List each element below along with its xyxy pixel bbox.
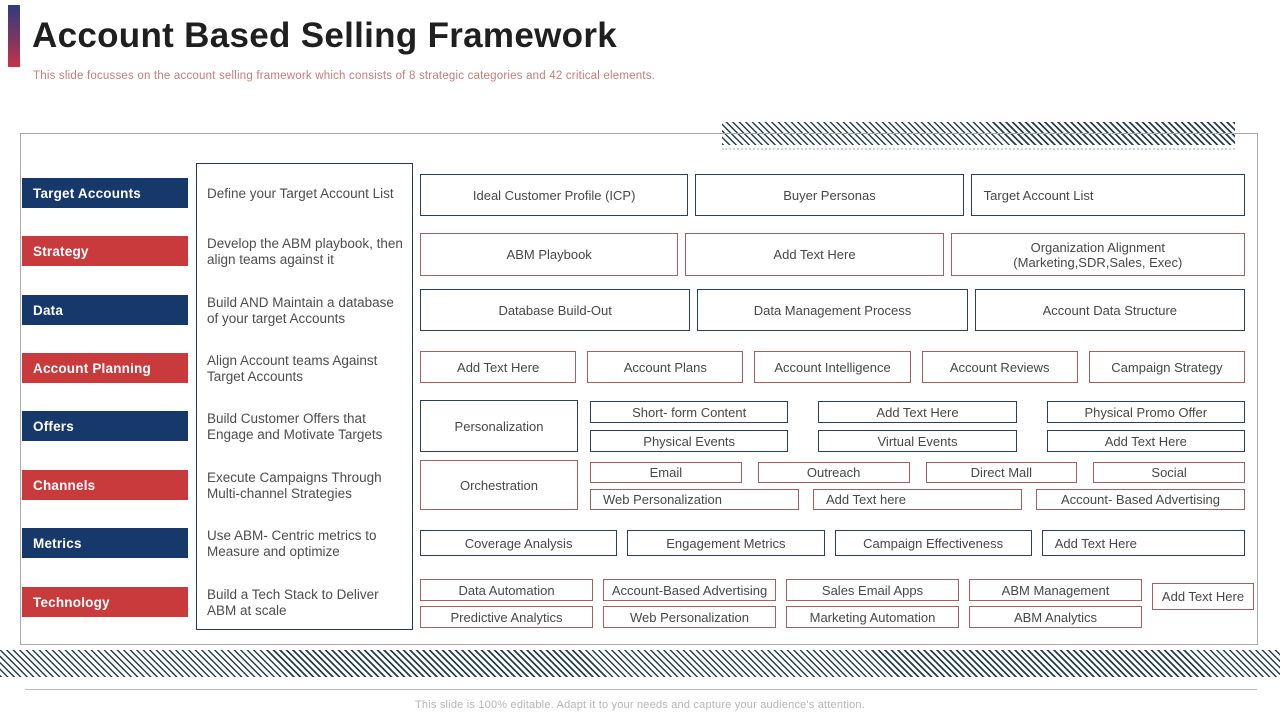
category-bar-account-planning[interactable]: Account Planning	[22, 353, 188, 383]
element-box-database-build-out[interactable]: Database Build-Out	[420, 289, 691, 331]
element-box-add-text[interactable]: Add Text Here	[1041, 530, 1245, 556]
description-strategy: Develop the ABM playbook, then align tea…	[207, 236, 403, 267]
element-box-account-based-advertising[interactable]: Account- Based Advertising	[1036, 489, 1245, 510]
element-box-marketing-automation[interactable]: Marketing Automation	[786, 606, 959, 628]
decor-dots-top	[722, 148, 1235, 150]
description-offers: Build Customer Offers that Engage and Mo…	[207, 411, 383, 442]
element-box-web-personalization[interactable]: Web Personalization	[603, 606, 776, 628]
element-box-campaign-strategy[interactable]: Campaign Strategy	[1088, 351, 1246, 383]
channels-grid-top: Email Outreach Direct Mall Social	[590, 462, 1245, 483]
element-box-account-plans[interactable]: Account Plans	[587, 351, 744, 383]
element-box-abm-playbook[interactable]: ABM Playbook	[420, 233, 679, 276]
category-bar-strategy[interactable]: Strategy	[22, 236, 188, 266]
category-bar-technology[interactable]: Technology	[22, 587, 188, 617]
element-box-sales-email-apps[interactable]: Sales Email Apps	[786, 579, 959, 601]
element-box-personalization[interactable]: Personalization	[420, 400, 578, 452]
element-box-target-account-list[interactable]: Target Account List	[970, 174, 1245, 216]
category-bar-metrics[interactable]: Metrics	[22, 528, 188, 558]
element-box-add-text[interactable]: Add Text Here	[1046, 430, 1245, 452]
row-account-planning: Add Text Here Account Plans Account Inte…	[420, 351, 1246, 383]
category-bar-channels[interactable]: Channels	[22, 470, 188, 500]
element-box-account-data-structure[interactable]: Account Data Structure	[974, 289, 1245, 331]
category-bar-offers[interactable]: Offers	[22, 411, 188, 441]
element-box-buyer-personas[interactable]: Buyer Personas	[695, 174, 964, 216]
row-metrics: Coverage Analysis Engagement Metrics Cam…	[420, 530, 1245, 556]
element-box-account-intelligence[interactable]: Account Intelligence	[754, 351, 911, 383]
title-accent-bar	[8, 5, 20, 67]
element-box-physical-promo-offer[interactable]: Physical Promo Offer	[1046, 401, 1245, 423]
element-box-email[interactable]: Email	[590, 462, 742, 483]
element-box-account-reviews[interactable]: Account Reviews	[921, 351, 1078, 383]
description-channels: Execute Campaigns Through Multi-channel …	[207, 470, 382, 501]
element-box-physical-events[interactable]: Physical Events	[590, 430, 789, 452]
description-account-planning: Align Account teams Against Target Accou…	[207, 353, 378, 384]
decor-hatch-bottom	[0, 650, 1280, 677]
element-box-add-text[interactable]: Add Text Here	[420, 351, 577, 383]
element-box-add-text[interactable]: Add Text Here	[685, 233, 944, 276]
row-strategy: ABM Playbook Add Text Here Organization …	[420, 233, 1245, 276]
element-box-icp[interactable]: Ideal Customer Profile (ICP)	[420, 174, 689, 216]
description-metrics: Use ABM- Centric metrics to Measure and …	[207, 528, 377, 559]
element-box-coverage-analysis[interactable]: Coverage Analysis	[420, 530, 618, 556]
element-box-direct-mall[interactable]: Direct Mall	[925, 462, 1078, 483]
row-target-accounts: Ideal Customer Profile (ICP) Buyer Perso…	[420, 174, 1245, 216]
description-technology: Build a Tech Stack to Deliver ABM at sca…	[207, 587, 379, 618]
element-box-abm-analytics[interactable]: ABM Analytics	[969, 606, 1142, 628]
element-box-engagement-metrics[interactable]: Engagement Metrics	[627, 530, 825, 556]
page-subtitle: This slide focusses on the account selli…	[33, 70, 656, 82]
element-box-virtual-events[interactable]: Virtual Events	[818, 430, 1017, 452]
category-bar-target-accounts[interactable]: Target Accounts	[22, 178, 188, 208]
element-box-outreach[interactable]: Outreach	[757, 462, 910, 483]
element-box-data-automation[interactable]: Data Automation	[420, 579, 593, 601]
offers-grid: Short- form Content Add Text Here Physic…	[590, 401, 1245, 452]
element-box-short-form-content[interactable]: Short- form Content	[590, 401, 789, 423]
element-box-web-personalization[interactable]: Web Personalization	[590, 489, 799, 510]
element-box-organization-alignment[interactable]: Organization Alignment (Marketing,SDR,Sa…	[950, 233, 1245, 276]
element-box-data-management-process[interactable]: Data Management Process	[697, 289, 968, 331]
row-data: Database Build-Out Data Management Proce…	[420, 289, 1245, 331]
element-box-add-text[interactable]: Add Text Here	[818, 401, 1017, 423]
element-box-predictive-analytics[interactable]: Predictive Analytics	[420, 606, 593, 628]
page-title: Account Based Selling Framework	[32, 16, 618, 55]
content-frame	[20, 133, 1258, 645]
element-box-campaign-effectiveness[interactable]: Campaign Effectiveness	[834, 530, 1032, 556]
description-target-accounts: Define your Target Account List	[207, 186, 394, 201]
element-box-orchestration[interactable]: Orchestration	[420, 460, 578, 510]
element-box-social[interactable]: Social	[1093, 462, 1245, 483]
description-data: Build AND Maintain a database of your ta…	[207, 295, 394, 326]
footer-note: This slide is 100% editable. Adapt it to…	[415, 699, 865, 711]
category-bar-data[interactable]: Data	[22, 295, 188, 325]
channels-grid-bottom: Web Personalization Add Text here Accoun…	[590, 489, 1245, 510]
technology-grid: Data Automation Account-Based Advertisin…	[420, 579, 1142, 628]
element-box-add-text[interactable]: Add Text here	[813, 489, 1022, 510]
footer-divider	[25, 689, 1257, 690]
element-box-abm-management[interactable]: ABM Management	[969, 579, 1142, 601]
element-box-account-based-advertising[interactable]: Account-Based Advertising	[603, 579, 776, 601]
element-box-add-text[interactable]: Add Text Here	[1152, 583, 1254, 610]
description-panel: Define your Target Account List Develop …	[196, 163, 413, 630]
